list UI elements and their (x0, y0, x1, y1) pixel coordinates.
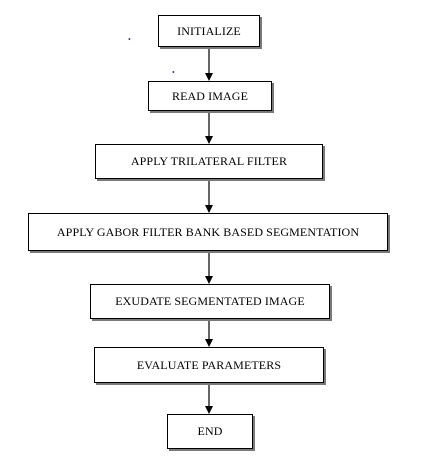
step-apply-trilateral-filter-label: APPLY TRILATERAL FILTER (130, 154, 288, 168)
step-initialize-label: INITIALIZE (177, 23, 241, 38)
step-read-image-label: READ IMAGE (172, 88, 248, 103)
step-apply-gabor-segmentation-label: APPLY GABOR FILTER BANK BASED SEGMENTATI… (56, 224, 360, 239)
step-end-label: END (197, 424, 223, 438)
stray-dot-mark: • (172, 68, 175, 77)
step-evaluate-parameters-label: EVALUATE PARAMETERS (136, 357, 282, 372)
step-apply-trilateral-filter-box: APPLY TRILATERAL FILTER (95, 144, 323, 179)
stray-dot-mark: • (128, 35, 131, 44)
step-apply-gabor-segmentation-box: APPLY GABOR FILTER BANK BASED SEGMENTATI… (28, 213, 388, 251)
step-initialize-box: INITIALIZE (158, 15, 260, 47)
step-exudate-segmentated-image-label: EXUDATE SEGMENTATED IMAGE (115, 294, 305, 308)
step-exudate-segmentated-image-box: EXUDATE SEGMENTATED IMAGE (90, 284, 330, 319)
step-evaluate-parameters-box: EVALUATE PARAMETERS (94, 347, 324, 383)
step-read-image-box: READ IMAGE (148, 81, 272, 111)
step-end-box: END (167, 414, 253, 449)
